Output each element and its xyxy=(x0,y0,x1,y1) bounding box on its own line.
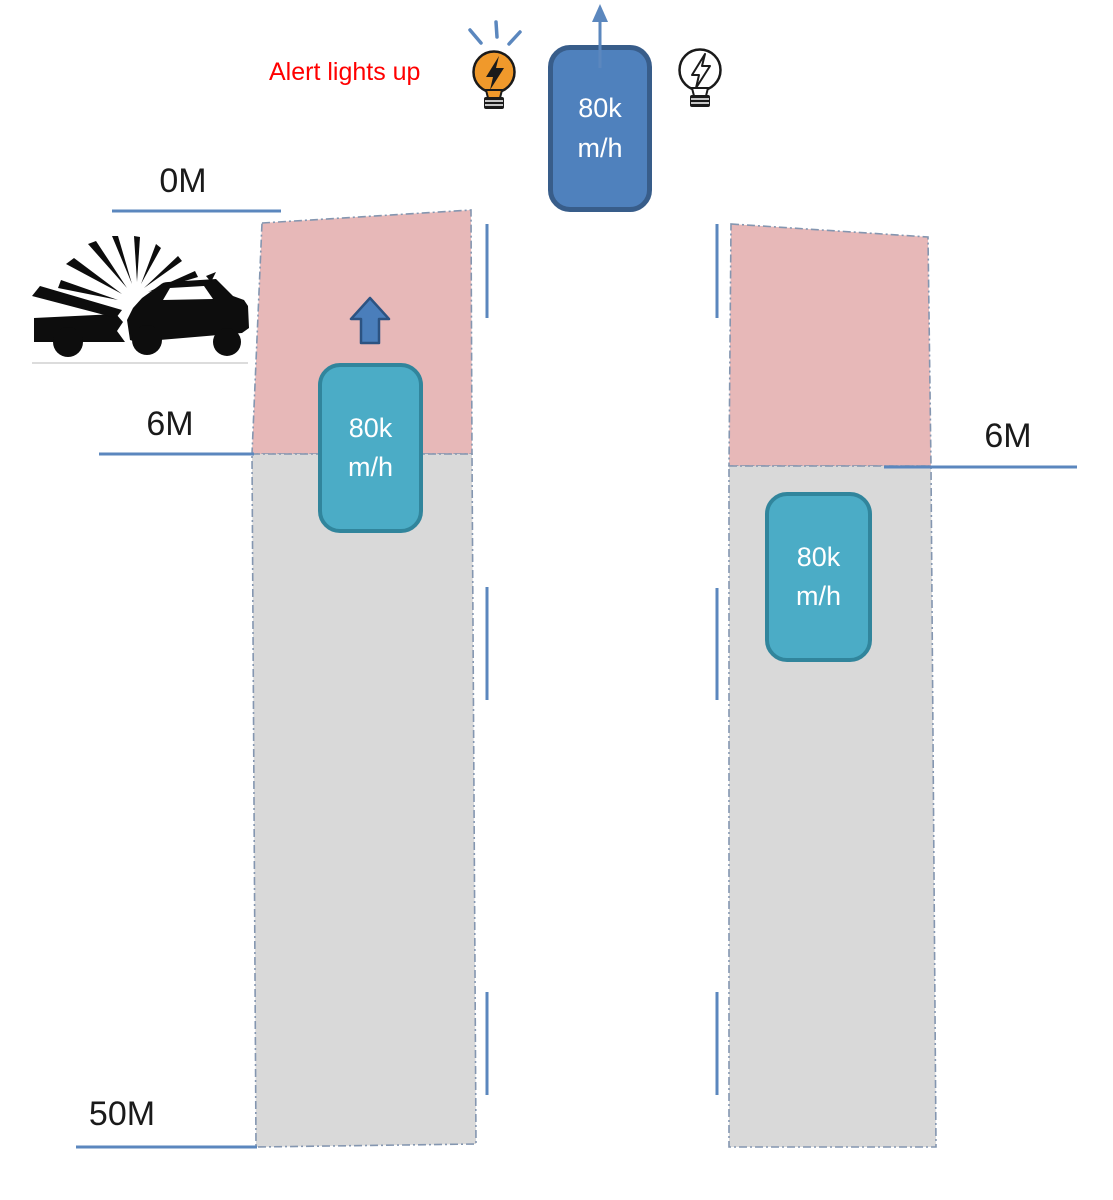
alert-bulb-off-icon xyxy=(678,48,722,107)
lane-direction-arrow-icon xyxy=(349,296,391,345)
bulb-rays xyxy=(468,20,522,46)
ego-vehicle-speed: 80k m/h xyxy=(577,93,623,163)
alert-bulb-on-icon xyxy=(468,20,522,109)
marker-label-0m: 0M xyxy=(159,162,207,200)
crashed-car-right-rear-wheel xyxy=(213,328,241,356)
alert-lights-up-label: Alert lights up xyxy=(269,58,421,86)
right-lane-vehicle: 80k m/h xyxy=(765,492,872,662)
crashed-car-right-front-wheel xyxy=(132,325,162,355)
car-crash-icon xyxy=(32,236,249,364)
lane-tick-marks xyxy=(485,224,719,1095)
right-lane-danger-zone xyxy=(728,223,932,467)
bulb-bolt xyxy=(486,56,504,90)
marker-label-6m-left: 6M xyxy=(146,405,194,443)
impact-burst xyxy=(58,236,216,300)
right-lane-vehicle-speed: 80k m/h xyxy=(795,541,841,611)
left-lane-vehicle-speed: 80k m/h xyxy=(347,412,393,482)
crashed-car-right-body xyxy=(127,279,249,342)
distance-marker-lines xyxy=(76,209,1077,1149)
bulb-bolt-outline xyxy=(691,53,711,89)
ego-vehicle: 80k m/h xyxy=(548,45,652,212)
marker-label-6m-right: 6M xyxy=(984,417,1032,455)
crashed-car-right-window xyxy=(163,286,213,300)
crashed-car-left-wheel xyxy=(53,327,83,357)
left-lane-vehicle: 80k m/h xyxy=(318,363,423,533)
up-arrow-icon xyxy=(592,4,608,68)
crashed-car-left-hood xyxy=(32,286,122,318)
marker-label-50m: 50M xyxy=(88,1095,156,1133)
